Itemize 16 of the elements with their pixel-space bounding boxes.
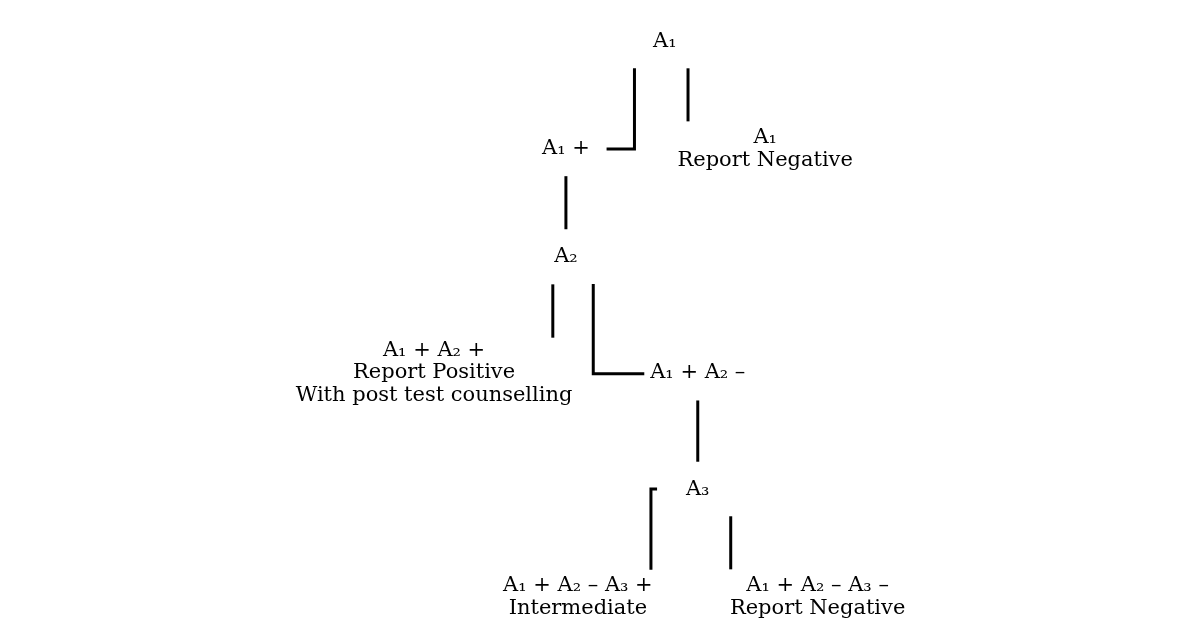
node-text: A₁ + <box>541 135 590 160</box>
connector <box>728 516 732 570</box>
node-text: A₁ + A₂ – A₃ + Intermediate <box>502 572 653 619</box>
node-text: A₁ Report Negative <box>676 124 853 171</box>
connector <box>695 400 699 462</box>
node-text: A₁ <box>652 27 677 52</box>
connector <box>606 68 636 151</box>
node-text: A₂ <box>553 243 578 268</box>
connector <box>591 283 644 376</box>
connector <box>686 68 689 122</box>
connector <box>563 176 567 230</box>
node-text: A₁ + A₂ + Report Positive With post test counselling <box>295 337 572 406</box>
node-text: A₁ + A₂ – <box>649 359 745 384</box>
connector <box>550 284 554 338</box>
node-text: A₁ + A₂ – A₃ – Report Negative <box>729 572 905 619</box>
node-text: A₃ <box>685 475 710 500</box>
